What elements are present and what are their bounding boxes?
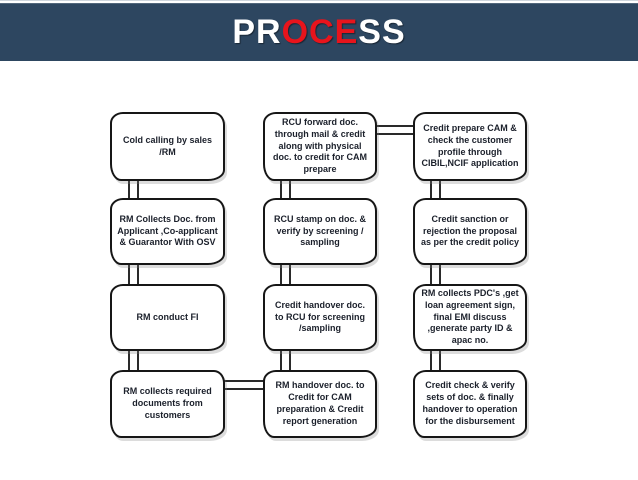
slide-header: PROCESS (0, 3, 638, 61)
flow-box-rcu-stamp: RCU stamp on doc. & verify by screening … (263, 198, 377, 265)
connector-c3r1-c3r2 (430, 177, 441, 203)
flow-box-rm-collects-required-docs: RM collects required documents from cust… (110, 370, 225, 438)
flow-box-label: Credit prepare CAM & check the customer … (421, 122, 519, 169)
connector-c1r3-c1r4 (128, 347, 139, 375)
flow-box-rm-collects-doc: RM Collects Doc. from Applicant ,Co-appl… (110, 198, 225, 265)
flow-box-label: RCU forward doc. through mail & credit a… (273, 116, 367, 175)
flow-box-label: RM handover doc. to Credit for CAM prepa… (275, 380, 365, 426)
flow-box-credit-sanction: Credit sanction or rejection the proposa… (413, 198, 527, 265)
flow-box-credit-check-disbursement: Credit check & verify sets of doc. & fin… (413, 370, 527, 438)
title-segment-2: OCE (281, 13, 359, 51)
connector-c2r3-c2r4 (280, 347, 291, 375)
page-title: PROCESS (232, 3, 405, 61)
flow-box-rcu-forward-doc: RCU forward doc. through mail & credit a… (263, 112, 377, 181)
flow-box-label: RM collects required documents from cust… (123, 386, 212, 420)
flow-box-label: RM collects PDC's ,get loan agreement si… (421, 287, 519, 346)
flow-box-label: RM conduct FI (136, 311, 199, 322)
connector-c2r1-c2r2 (280, 177, 291, 203)
flow-box-rm-conduct-fi: RM conduct FI (110, 284, 225, 351)
connector-c1r1-c1r2 (128, 177, 139, 203)
connector-c3r3-c3r4 (430, 347, 441, 375)
connector-c1r4-c2r4 (220, 380, 266, 390)
flow-box-label: RM Collects Doc. from Applicant ,Co-appl… (117, 213, 218, 248)
connector-c3r2-c3r3 (430, 261, 441, 289)
title-segment-3: SS (358, 13, 406, 51)
flow-box-credit-prepare-cam: Credit prepare CAM & check the customer … (413, 112, 527, 181)
flow-box-label: Credit sanction or rejection the proposa… (420, 213, 520, 248)
flow-box-label: Cold calling by sales /RM (122, 134, 213, 157)
flow-box-label: Credit check & verify sets of doc. & fin… (422, 380, 518, 426)
flow-box-label: RCU stamp on doc. & verify by screening … (273, 213, 366, 248)
flow-box-rm-collects-pdcs: RM collects PDC's ,get loan agreement si… (413, 284, 527, 351)
flow-box-rm-handover: RM handover doc. to Credit for CAM prepa… (263, 370, 377, 438)
connector-c2r2-c2r3 (280, 261, 291, 289)
connector-c1r2-c1r3 (128, 261, 139, 289)
flow-box-credit-handover: Credit handover doc. to RCU for screenin… (263, 284, 377, 351)
title-segment-1: PR (232, 13, 282, 51)
connector-c2r1-c3r1 (374, 125, 416, 135)
flow-box-cold-calling: Cold calling by sales /RM (110, 112, 225, 181)
flow-box-label: Credit handover doc. to RCU for screenin… (274, 299, 365, 334)
